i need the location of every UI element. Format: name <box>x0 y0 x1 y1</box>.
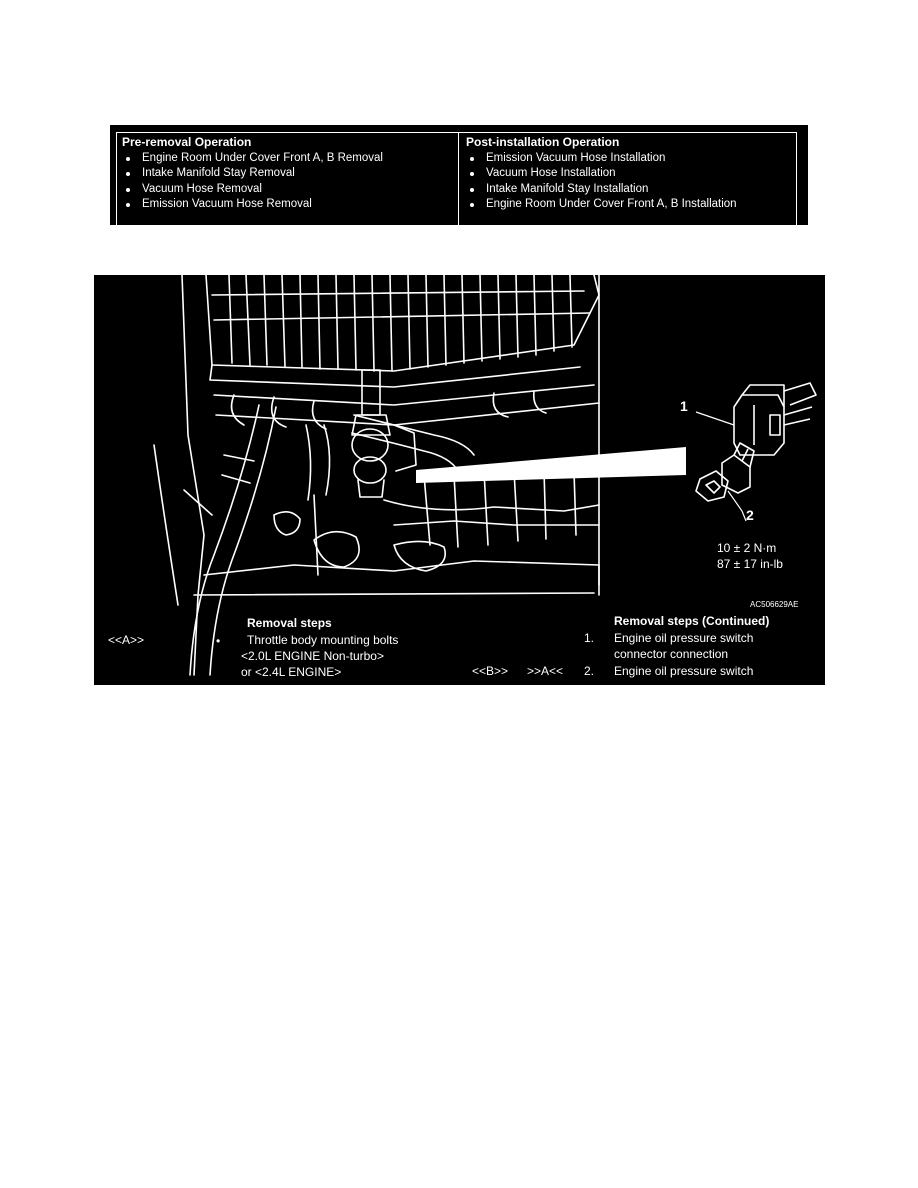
removal-bullet: • <box>216 634 221 648</box>
removal-steps-continued-title: Removal steps (Continued) <box>614 614 770 628</box>
operations-table: Pre-removal Operation Engine Room Under … <box>110 125 808 225</box>
engine-oil-pressure-switch-figure: 1 2 10 ± 2 N·m 87 ± 17 in-lb AC506629AE … <box>94 275 825 685</box>
table-right-rule <box>796 132 797 225</box>
table-top-rule <box>116 132 797 133</box>
removal-step-line-1: Throttle body mounting bolts <box>247 633 399 647</box>
step-1-number: 1. <box>584 631 595 645</box>
figure-code: AC506629AE <box>750 600 799 609</box>
engine-illustration <box>153 275 817 676</box>
step-2-number: 2. <box>584 664 595 678</box>
torque-nm-label: 10 ± 2 N·m <box>717 541 777 555</box>
list-item: Vacuum Hose Installation <box>466 166 796 182</box>
list-item: Emission Vacuum Hose Installation <box>466 151 796 167</box>
post-installation-list: Emission Vacuum Hose Installation Vacuum… <box>466 151 796 213</box>
step-2-text: Engine oil pressure switch <box>614 664 754 678</box>
list-item: Intake Manifold Stay Removal <box>122 166 457 182</box>
pre-removal-title: Pre-removal Operation <box>122 135 252 149</box>
step-1-line-1: Engine oil pressure switch <box>614 631 754 645</box>
post-installation-column: Post-installation Operation Emission Vac… <box>466 132 796 213</box>
post-installation-title: Post-installation Operation <box>466 135 620 149</box>
step-1-line-2: connector connection <box>614 647 729 661</box>
list-item: Emission Vacuum Hose Removal <box>122 197 457 213</box>
removal-step-line-3: or <2.4L ENGINE> <box>241 665 342 679</box>
list-item: Vacuum Hose Removal <box>122 182 457 198</box>
list-item: Engine Room Under Cover Front A, B Insta… <box>466 197 796 213</box>
table-column-divider <box>458 132 459 225</box>
pre-removal-list: Engine Room Under Cover Front A, B Remov… <box>122 151 457 213</box>
step-2-ref-b: <<B>> <box>472 664 509 678</box>
list-item: Intake Manifold Stay Installation <box>466 182 796 198</box>
removal-ref-a: <<A>> <box>108 633 145 647</box>
callout-1-label: 1 <box>680 398 688 414</box>
torque-inlb-label: 87 ± 17 in-lb <box>717 557 783 568</box>
step-2-ref-a: >>A<< <box>527 664 564 678</box>
pre-removal-column: Pre-removal Operation Engine Room Under … <box>122 132 457 213</box>
list-item: Engine Room Under Cover Front A, B Remov… <box>122 151 457 167</box>
table-left-rule <box>116 132 117 225</box>
removal-steps-title: Removal steps <box>247 616 332 630</box>
callout-2-label: 2 <box>746 507 754 523</box>
removal-step-line-2: <2.0L ENGINE Non-turbo> <box>241 649 384 663</box>
